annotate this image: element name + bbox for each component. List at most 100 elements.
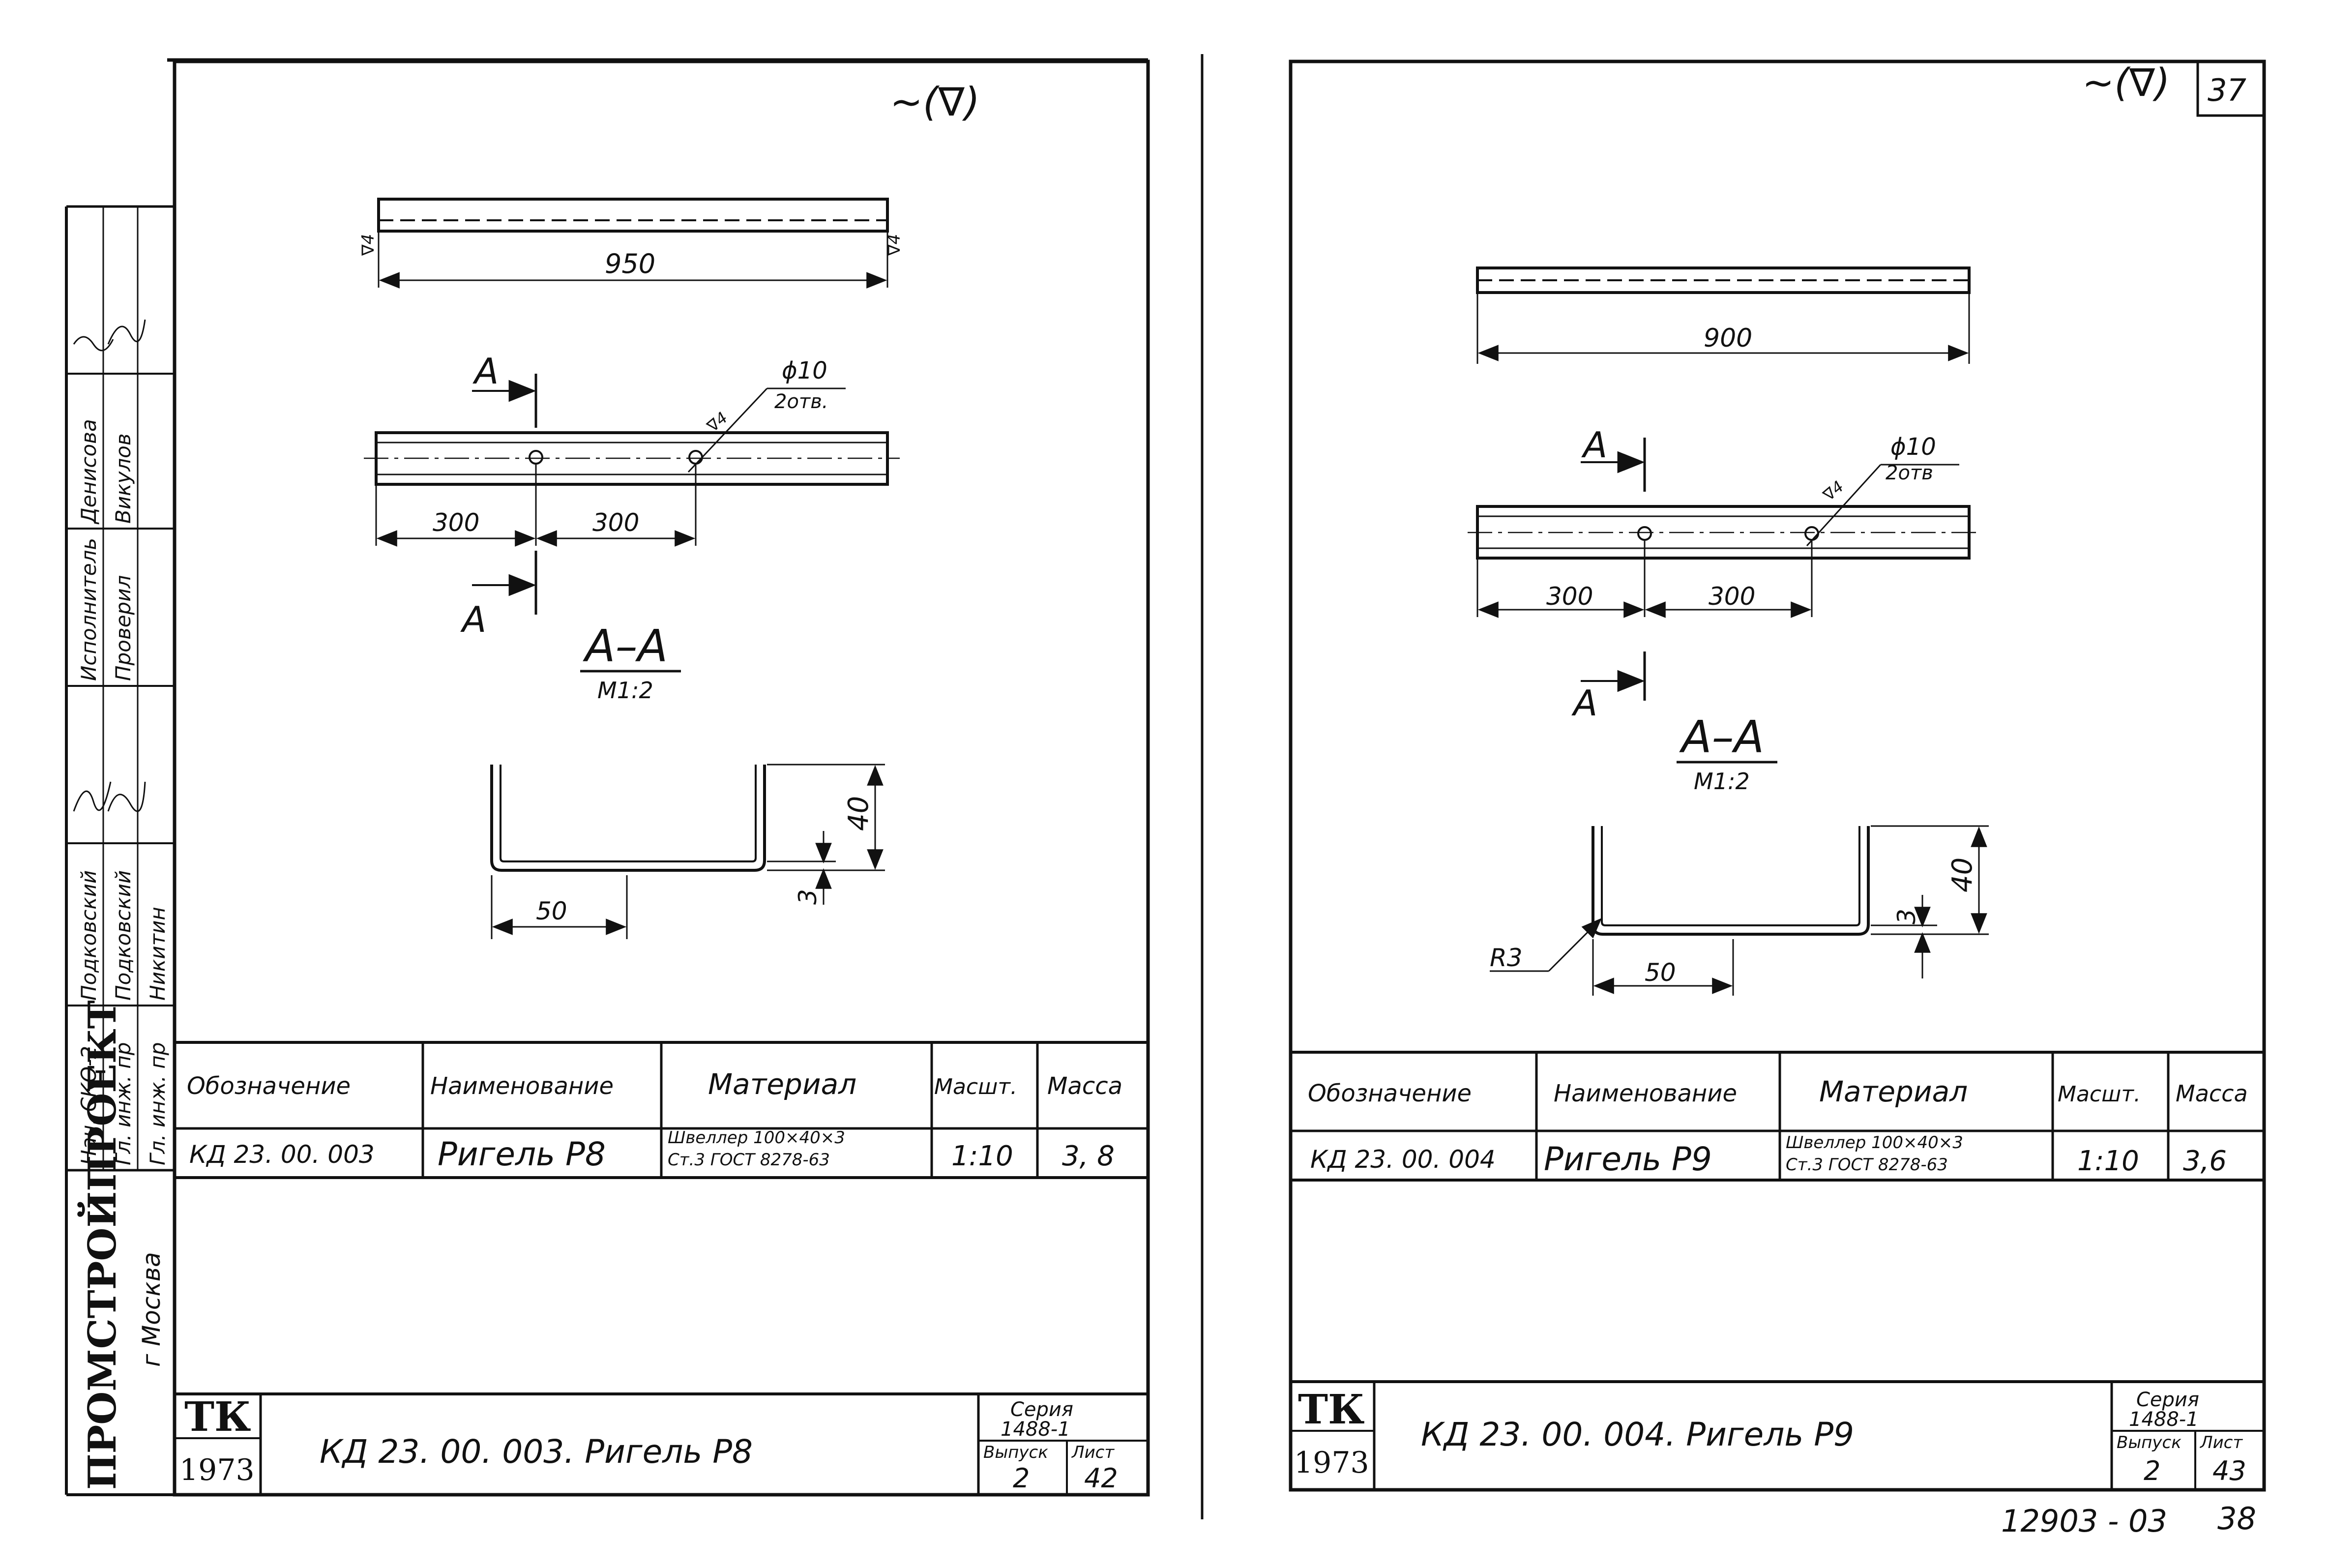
left-header-material: Материал xyxy=(708,1067,856,1101)
stamp-name-2: Никитин xyxy=(146,907,170,1001)
stamp-signature-2 xyxy=(107,319,146,345)
left-hole-count: 2отв. xyxy=(774,390,828,413)
right-sheet: 37 ~(∇) 900 А А ϕ10 xyxy=(1289,59,2266,1539)
right-hole-count: 2отв xyxy=(1886,462,1933,484)
left-header-designation: Обозначение xyxy=(187,1072,351,1100)
stamp-city: г Москва xyxy=(137,1252,166,1367)
right-front-view: А А ϕ10 2отв ∇4 300 300 xyxy=(1468,424,1981,724)
left-section-aa: А–А М1:2 40 3 50 xyxy=(490,621,885,939)
right-row-scale: 1:10 xyxy=(2077,1145,2139,1177)
left-sheet-label: Лист xyxy=(1071,1443,1115,1462)
right-section-label-top: А xyxy=(1581,424,1607,466)
right-title-block: ТК 1973 КД 23. 00. 004. Ригель Р9 Серия … xyxy=(1291,1380,2264,1490)
left-frame xyxy=(173,59,1150,1497)
right-frame xyxy=(1289,59,2266,1492)
left-dim-950: 950 xyxy=(605,248,655,279)
stamp-signature-3 xyxy=(73,781,112,812)
left-dim-3: 3 xyxy=(794,889,822,905)
right-tk-mark: ТК xyxy=(1298,1386,1365,1433)
right-weld-mark: ∇4 xyxy=(1819,477,1847,505)
stamp-signature-1 xyxy=(73,336,114,352)
left-weld-mark-a: ∇4 xyxy=(358,234,378,256)
bottom-page-number: 38 xyxy=(2217,1501,2256,1537)
right-header-designation: Обозначение xyxy=(1308,1080,1472,1107)
right-section-label-bottom: А xyxy=(1571,682,1597,724)
left-row-material-1: Швеллер 100×40×3 xyxy=(668,1128,845,1148)
left-issue-value: 2 xyxy=(1013,1463,1030,1494)
left-spec-table: Обозначение Наименование Материал Масшт.… xyxy=(175,1041,1148,1179)
finish-mark-left: ~(∇) xyxy=(890,79,980,125)
left-dim-300-a: 300 xyxy=(433,508,479,537)
left-row-scale: 1:10 xyxy=(951,1140,1013,1172)
left-top-view: 950 ∇4 ∇4 xyxy=(358,198,904,289)
right-section-scale: М1:2 xyxy=(1694,768,1750,795)
bottom-code: 12903 - 03 xyxy=(2001,1503,2167,1539)
left-header-scale: Масшт. xyxy=(934,1074,1017,1099)
stamp-role-1: Гл. инж. пр xyxy=(111,1042,135,1165)
left-header-name: Наименование xyxy=(430,1072,614,1100)
right-dim-300-b: 300 xyxy=(1709,582,1755,611)
right-spec-table: Обозначение Наименование Материал Масшт.… xyxy=(1291,1051,2264,1182)
left-section-scale: М1:2 xyxy=(597,677,653,704)
left-series-label: Серия xyxy=(1010,1398,1073,1421)
stamp-role-3: Исполнитель xyxy=(77,538,101,681)
right-year: 1973 xyxy=(1294,1446,1369,1480)
left-front-view: А А ϕ10 2отв. ∇4 300 300 xyxy=(364,351,900,640)
right-section-title: А–А xyxy=(1679,711,1764,763)
left-series-value: 1488-1 xyxy=(1001,1418,1070,1441)
left-row-name: Ригель Р8 xyxy=(438,1135,606,1173)
right-sheet-number: 37 xyxy=(2208,72,2246,108)
stamp-panel: Нач. СКО-2 Гл. инж. пр Гл. инж. пр Подко… xyxy=(65,205,175,1496)
right-dim-3: 3 xyxy=(1892,909,1921,924)
right-header-mass: Масса xyxy=(2176,1080,2248,1107)
right-series-value: 1488-1 xyxy=(2129,1408,2199,1431)
left-row-mass: 3, 8 xyxy=(1062,1140,1115,1172)
right-row-name: Ригель Р9 xyxy=(1544,1140,1712,1178)
right-header-scale: Масшт. xyxy=(2058,1082,2141,1107)
left-row-designation: КД 23. 00. 003 xyxy=(189,1140,375,1169)
right-row-material-1: Швеллер 100×40×3 xyxy=(1786,1133,1963,1153)
finish-mark-right: ~(∇) xyxy=(2082,61,2170,105)
right-header-name: Наименование xyxy=(1554,1080,1737,1107)
left-issue-label: Выпуск xyxy=(983,1443,1048,1462)
left-tk-mark: ТК xyxy=(184,1393,251,1441)
left-drawing-title: КД 23. 00. 003. Ригель Р8 xyxy=(320,1433,753,1471)
right-sheet-value: 43 xyxy=(2212,1455,2246,1486)
left-row-material-2: Ст.3 ГОСТ 8278-63 xyxy=(668,1150,830,1170)
left-title-block: ТК 1973 КД 23. 00. 003. Ригель Р8 Серия … xyxy=(175,1392,1148,1495)
left-header-mass: Масса xyxy=(1047,1072,1122,1100)
right-dim-900: 900 xyxy=(1704,324,1752,353)
left-dim-40: 40 xyxy=(843,796,875,831)
right-dim-40: 40 xyxy=(1946,858,1978,892)
right-section-aa: А–А М1:2 40 3 50 R3 xyxy=(1490,711,1989,996)
stamp-name-3: Денисова xyxy=(77,419,101,525)
left-sheet: ~(∇) 950 ∇4 ∇4 А А xyxy=(167,58,1150,1497)
stamp-name-0: Подковский xyxy=(77,870,101,1001)
right-row-designation: КД 23. 00. 004 xyxy=(1310,1145,1496,1174)
right-top-view: 900 xyxy=(1476,266,1971,364)
right-header-material: Материал xyxy=(1819,1075,1968,1108)
right-sheet-label: Лист xyxy=(2199,1433,2243,1452)
right-series-label: Серия xyxy=(2136,1389,2199,1411)
right-issue-value: 2 xyxy=(2144,1455,2160,1486)
stamp-role-2: Гл. инж. пр xyxy=(146,1042,170,1165)
stamp-name-1: Подковский xyxy=(111,870,135,1001)
stamp-org-name: ПРОМСТРОЙПРОЕКТ xyxy=(77,1000,125,1490)
stamp-name-4: Викулов xyxy=(111,433,135,524)
left-section-label-bottom: А xyxy=(460,599,486,640)
left-dim-50: 50 xyxy=(536,897,567,925)
right-dim-300-a: 300 xyxy=(1546,582,1593,611)
right-issue-label: Выпуск xyxy=(2117,1433,2182,1452)
right-dim-50: 50 xyxy=(1645,958,1676,987)
left-sheet-value: 42 xyxy=(1084,1463,1118,1494)
stamp-role-4: Проверил xyxy=(111,575,135,681)
stamp-role-0: Нач. СКО-2 xyxy=(77,1046,101,1165)
right-row-material-2: Ст.3 ГОСТ 8278-63 xyxy=(1786,1155,1948,1175)
left-dim-300-b: 300 xyxy=(592,508,639,537)
left-section-title: А–А xyxy=(583,621,668,672)
left-section-label-top: А xyxy=(472,351,499,392)
left-weld-mark-b: ∇4 xyxy=(884,234,904,256)
right-hole-diameter: ϕ10 xyxy=(1890,433,1936,461)
right-row-mass: 3,6 xyxy=(2183,1145,2227,1177)
